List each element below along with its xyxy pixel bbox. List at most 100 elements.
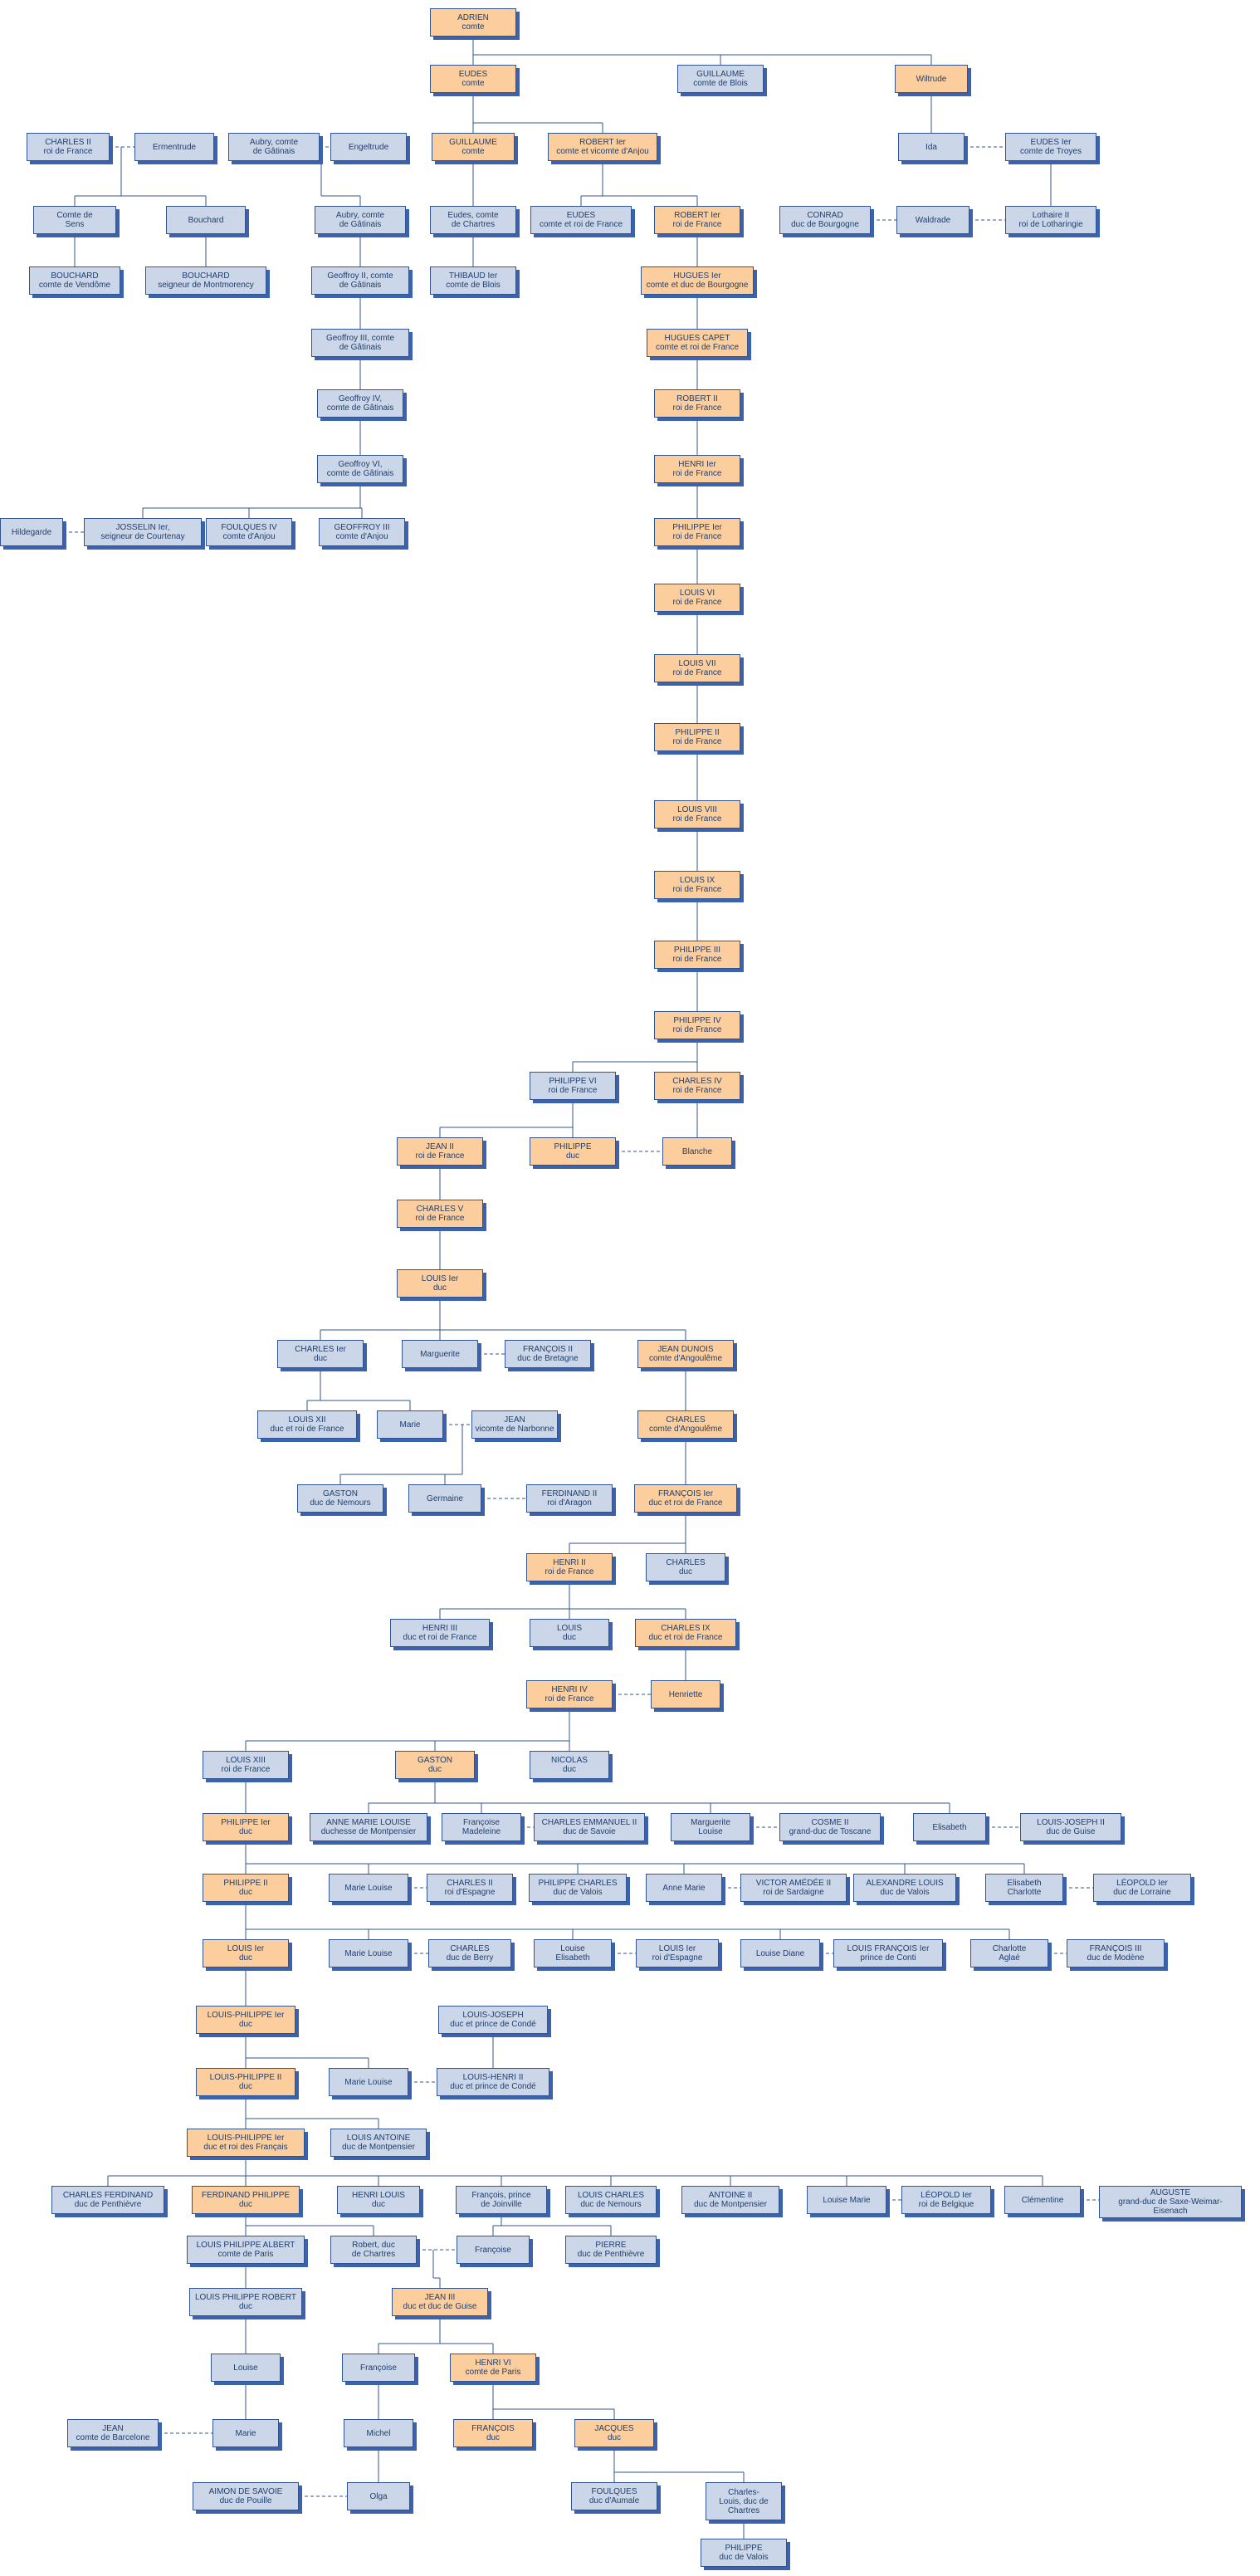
person-wiltrude[interactable]: Wiltrude [895, 65, 968, 93]
person-ida[interactable]: Ida [898, 133, 965, 161]
person-germaine[interactable]: Germaine [408, 1484, 481, 1513]
person-marie-louise-conde[interactable]: Marie Louise [329, 2068, 408, 2096]
person-marie-louise-berry[interactable]: Marie Louise [329, 1939, 408, 1967]
person-hildegarde[interactable]: Hildegarde [0, 518, 63, 546]
person-bouchard-p[interactable]: Bouchard [166, 206, 246, 234]
person-waldrade[interactable]: Waldrade [896, 206, 969, 234]
person-clementine[interactable]: Clémentine [1004, 2186, 1081, 2214]
person-anne-marie[interactable]: Anne Marie [646, 1874, 722, 1902]
person-elisabeth-g[interactable]: Elisabeth [913, 1813, 986, 1841]
person-engeltrude[interactable]: Engeltrude [330, 133, 407, 161]
person-ermentrude[interactable]: Ermentrude [134, 133, 214, 161]
person-josselin[interactable]: JOSSELIN Ier,seigneur de Courtenay [84, 518, 202, 546]
person-olga[interactable]: Olga [347, 2482, 410, 2510]
person-marie-a[interactable]: Marie [377, 1410, 443, 1439]
person-marie-louise-esp[interactable]: Marie Louise [329, 1874, 408, 1902]
person-michel-grece[interactable]: Michel [344, 2419, 413, 2447]
